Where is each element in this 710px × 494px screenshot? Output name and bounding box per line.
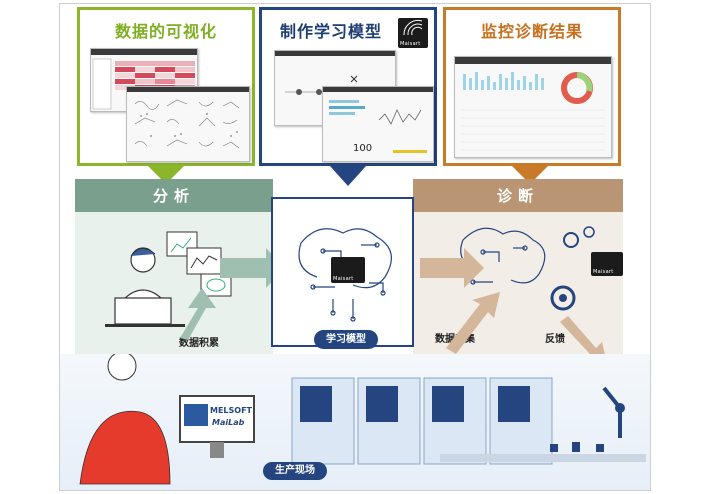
heatmap-preview xyxy=(92,58,195,110)
analysis-zone: 数据积累 xyxy=(75,212,273,354)
analysis-to-model-arrow xyxy=(220,248,284,288)
scatter-matrix-preview xyxy=(134,99,240,149)
training-result-preview xyxy=(329,100,427,153)
dashboard-preview xyxy=(461,72,605,151)
maisart-logo-text: Maisart xyxy=(400,41,421,47)
diagnosis-logo-icon: Maisart xyxy=(591,252,623,276)
model-title: 制作学习模型 xyxy=(280,22,383,41)
model-panel: 制作学习模型 Maisart 100 xyxy=(259,7,437,166)
diagnosis-illustration xyxy=(460,226,595,311)
learning-model-pill: 学习模型 xyxy=(314,330,378,349)
factory-illustration xyxy=(79,351,646,485)
production-floor: MELSOFT MaiLab 生产现场 xyxy=(60,351,650,490)
model-to-diagnosis-arrow xyxy=(420,248,484,288)
diagram-frame: 数据的可视化 xyxy=(59,3,651,491)
data-collection-arrow xyxy=(446,292,500,354)
feedback-label: 反馈 xyxy=(545,334,565,345)
training-result-screenshot: 100 xyxy=(322,86,434,162)
model-logo-icon: Maisart xyxy=(331,257,365,283)
learning-model-box: Maisart xyxy=(271,197,414,347)
visualization-panel: 数据的可视化 xyxy=(77,7,255,166)
model-logo-text: Maisart xyxy=(333,276,354,282)
analysis-header: 分析 xyxy=(75,179,273,212)
diagnosis-zone: Maisart 数据收集 反馈 xyxy=(413,212,623,354)
melsoft-text: MELSOFT xyxy=(210,406,253,415)
data-accumulation-arrow xyxy=(180,288,216,340)
melsoft-mailab-icon xyxy=(184,404,208,426)
model-pointer xyxy=(330,166,366,186)
analyst-illustration xyxy=(105,231,232,327)
data-accumulation-label: 数据积累 xyxy=(179,338,219,349)
diagnosis-header: 诊断 xyxy=(413,179,623,212)
monitoring-title: 监控诊断结果 xyxy=(480,22,583,41)
mailab-text: MaiLab xyxy=(212,418,245,427)
ai-brain-illustration xyxy=(298,228,392,322)
production-site-pill: 生产现场 xyxy=(263,462,327,480)
visualization-title: 数据的可视化 xyxy=(114,22,217,41)
scatter-matrix-screenshot xyxy=(126,86,250,162)
dashboard-screenshot xyxy=(454,56,612,158)
monitoring-panel: 监控诊断结果 xyxy=(443,7,621,166)
maisart-logo-icon: Maisart xyxy=(398,18,428,48)
model-score-value: 100 xyxy=(353,143,373,154)
diagnosis-logo-text: Maisart xyxy=(593,269,614,275)
